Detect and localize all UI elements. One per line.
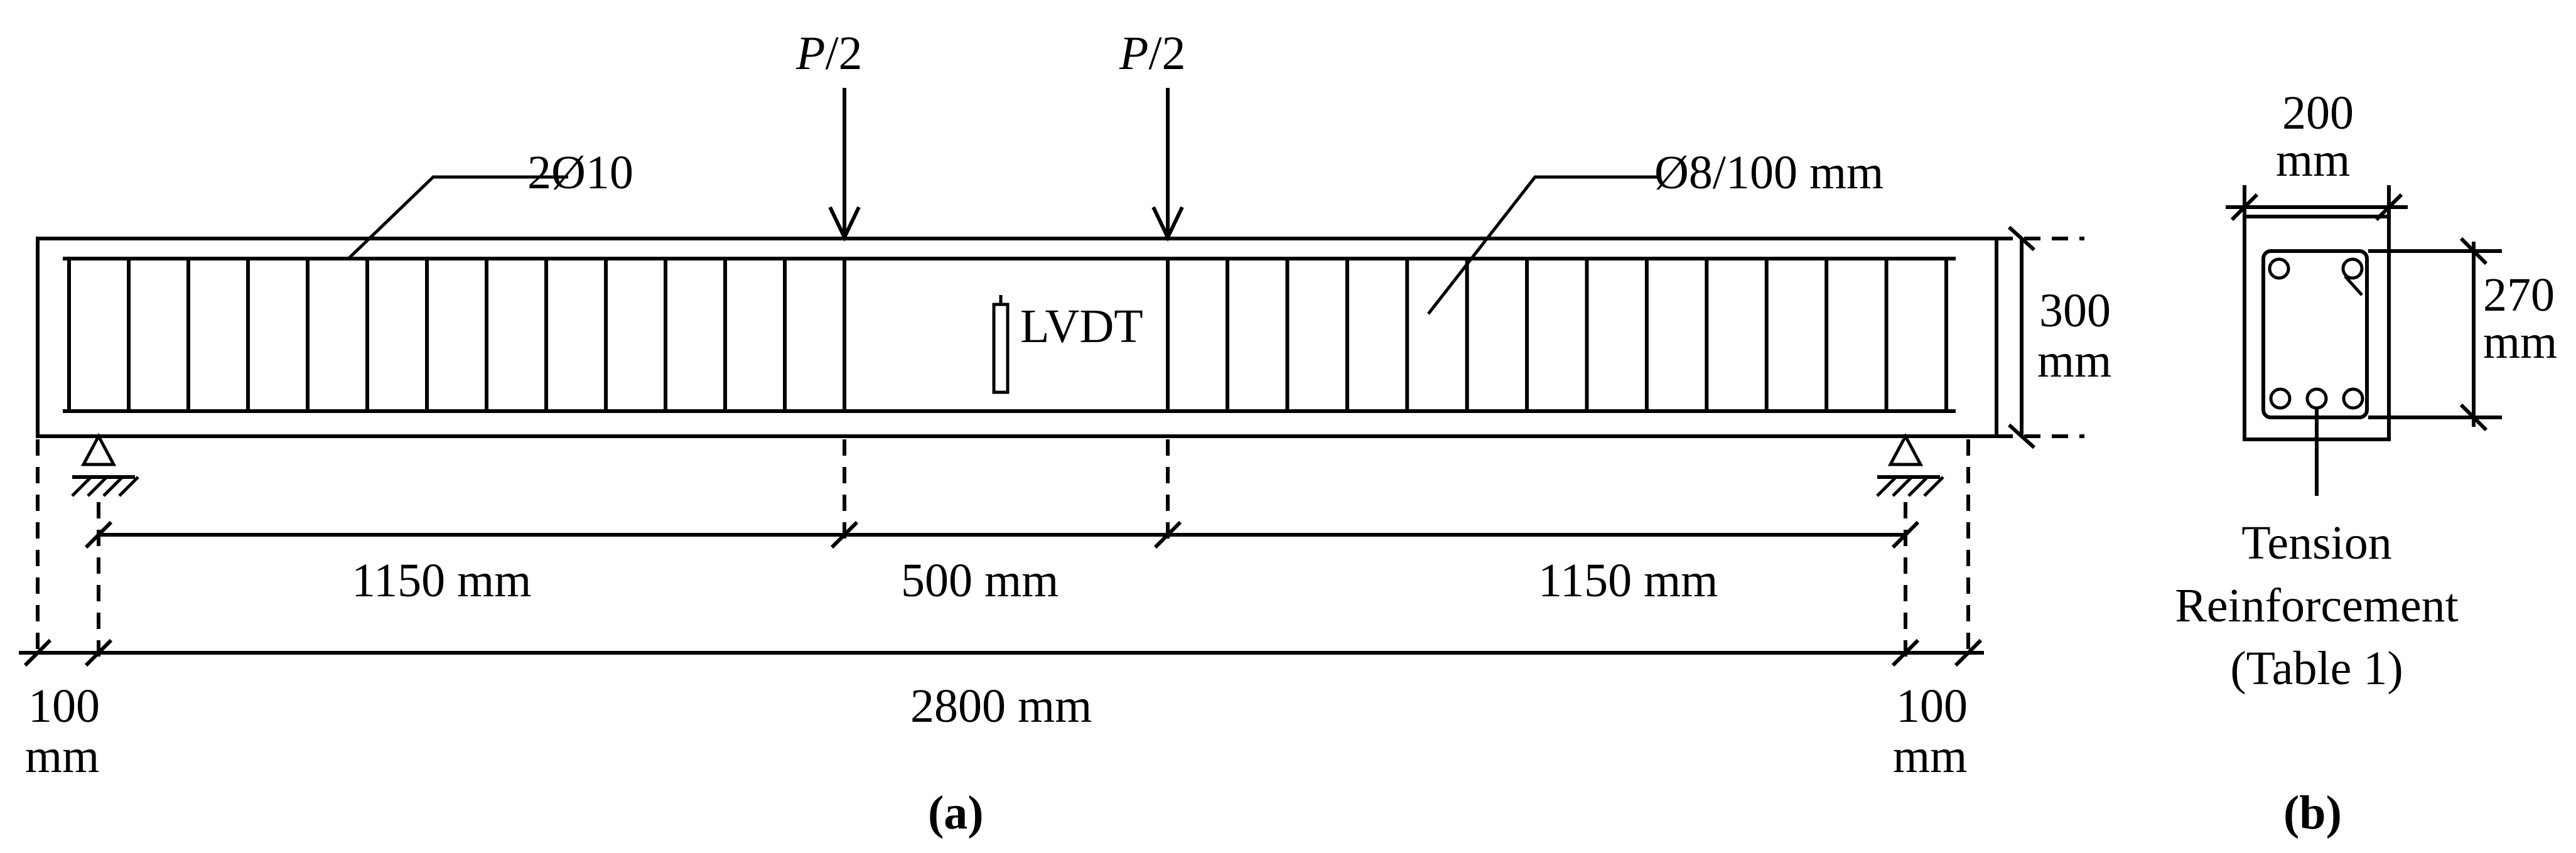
- shear-span-right-label: 1150 mm: [1538, 554, 1718, 607]
- bottom-bar-1: [2269, 387, 2292, 410]
- top-bar-leader: [347, 175, 568, 260]
- height-value: 300: [2039, 284, 2111, 337]
- load-point-left: P/2: [795, 27, 863, 242]
- bottom-bar-3: [2342, 387, 2364, 410]
- section-depth-unit: mm: [2483, 316, 2557, 368]
- overhang-left-value: 100: [28, 680, 100, 732]
- load-label-right: P/2: [1119, 27, 1186, 80]
- load-label-left: P/2: [795, 27, 863, 80]
- cross-section: 200 mm 270 mm Tension Reinforcement (Tab…: [2175, 87, 2557, 839]
- bottom-bar-2: [2305, 387, 2328, 410]
- middle-span-label: 500 mm: [901, 554, 1059, 607]
- stirrup-leader: [1427, 175, 1657, 315]
- callout-line3: (Table 1): [2230, 642, 2403, 695]
- caption-b: (b): [2283, 786, 2342, 839]
- caption-a: (a): [928, 786, 984, 839]
- callout-line1: Tension: [2241, 517, 2392, 569]
- overhang-left-unit: mm: [25, 730, 99, 783]
- top-bar-right: [2341, 257, 2364, 280]
- top-bar-left: [2268, 257, 2290, 280]
- beam-elevation: LVDT P/2 P/2 2Ø10 Ø8/100 mm: [19, 27, 2111, 839]
- section-depth-value: 270: [2483, 269, 2555, 321]
- left-support: [71, 432, 139, 497]
- section-width-value: 200: [2282, 87, 2354, 139]
- beam-outline: [36, 237, 1998, 438]
- total-span-label: 2800 mm: [910, 680, 1092, 732]
- span-dimension-line: 1150 mm 500 mm 1150 mm: [84, 520, 1920, 607]
- load-point-right: P/2: [1119, 27, 1186, 242]
- overhang-right-unit: mm: [1893, 730, 1967, 783]
- stirrups-right: [1226, 259, 1948, 411]
- height-unit: mm: [2037, 335, 2111, 387]
- stirrup-label: Ø8/100 mm: [1654, 146, 1883, 199]
- right-support: [1876, 432, 1944, 497]
- section-width-unit: mm: [2276, 134, 2350, 186]
- lvdt-sensor: [992, 303, 1010, 394]
- height-dimension: 300 mm: [1997, 225, 2111, 449]
- top-bar-label: 2Ø10: [527, 146, 633, 199]
- section-stirrup: [2261, 249, 2369, 419]
- total-dimension-line: 2800 mm 100 mm 100 mm: [19, 638, 1984, 783]
- callout-line2: Reinforcement: [2175, 579, 2459, 632]
- lvdt-label: LVDT: [1020, 300, 1143, 353]
- stirrups-left: [67, 259, 787, 411]
- overhang-right-value: 100: [1896, 680, 1968, 732]
- shear-span-left-label: 1150 mm: [352, 554, 531, 607]
